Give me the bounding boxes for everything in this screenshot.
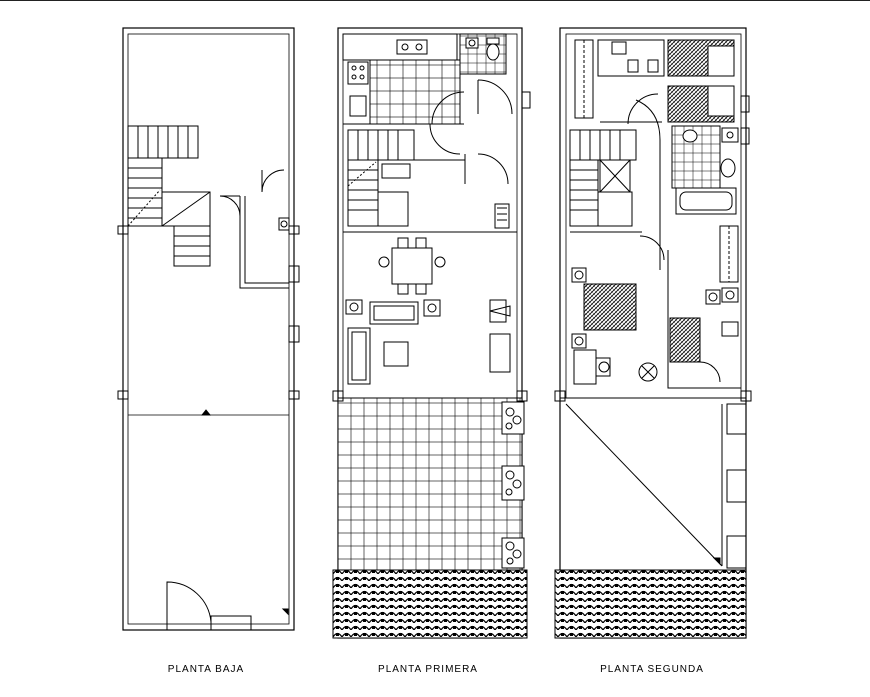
- staircase-first: [347, 129, 415, 227]
- page-top-border: [0, 0, 870, 1]
- entrance-door-ground: [166, 581, 252, 631]
- terrace-second: [554, 390, 752, 571]
- planter-1: [501, 401, 525, 435]
- kitchen: [342, 33, 461, 125]
- dining-table: [378, 237, 446, 295]
- label-planta-baja: PLANTA BAJA: [167, 664, 245, 675]
- staircase-ground: [127, 125, 211, 267]
- bedroom-back: [571, 267, 658, 385]
- bathroom-first: [459, 33, 507, 75]
- staircase-second: [569, 129, 637, 227]
- plan-ground-floor: [117, 27, 300, 631]
- label-planta-segunda: PLANTA SEGUNDA: [600, 664, 704, 675]
- storage-room-ground: [219, 169, 290, 289]
- living-room-furniture: [345, 203, 511, 385]
- roof-tiles-second: [554, 569, 747, 639]
- planter-2: [501, 465, 525, 501]
- planter-3: [501, 537, 525, 569]
- roof-tiles-first: [332, 569, 528, 639]
- plan-first-floor: [332, 27, 531, 639]
- label-planta-primera: PLANTA PRIMERA: [378, 664, 478, 675]
- plan-second-floor: [554, 27, 752, 639]
- terrace-first: [332, 390, 528, 571]
- bedroom-front: [574, 39, 735, 125]
- bathroom-second: [671, 125, 739, 215]
- study-room: [667, 225, 741, 389]
